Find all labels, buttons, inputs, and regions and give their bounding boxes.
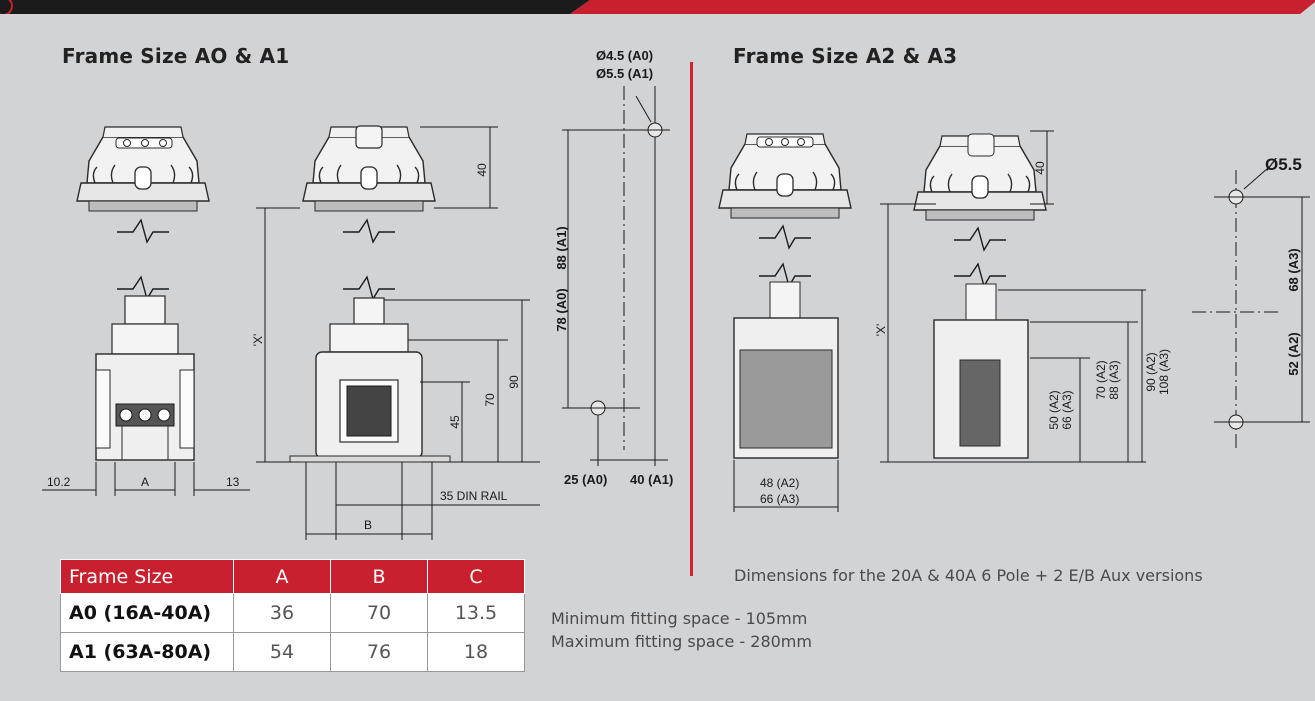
table-cell: A0 (16A-40A) [60, 593, 234, 633]
table-header: Frame Size [60, 559, 234, 594]
dim-x-a0a1: 'X' [251, 334, 265, 347]
vdim-68-a3: 68 (A3) [1286, 248, 1301, 291]
hdim-40-a1: 40 (A1) [630, 472, 673, 487]
dim-a: A [141, 475, 149, 489]
a0a1-bottom-dimensions [42, 462, 250, 496]
a0a1-side-view [289, 125, 451, 463]
dim-45: 45 [448, 415, 462, 429]
table-cell: 18 [427, 632, 525, 672]
table-cell: A1 (63A-80A) [60, 632, 234, 672]
dim-10-2: 10.2 [47, 475, 71, 489]
dim-88-a3: 88 (A3) [1107, 360, 1121, 399]
table-cell: 70 [330, 593, 428, 633]
title-frame-a2-a3: Frame Size A2 & A3 [733, 44, 958, 68]
a2a3-front-view [718, 133, 852, 459]
table-header-row: Frame Size A B C [60, 559, 525, 594]
note-min-fitting-space: Minimum fitting space - 105mm [551, 609, 808, 628]
a2a3-side-view [913, 133, 1047, 459]
dim-50-a2: 50 (A2) [1047, 390, 1061, 429]
a2a3-side-dimensions [880, 130, 1146, 463]
table-cell: 36 [233, 593, 331, 633]
table-cell: 76 [330, 632, 428, 672]
hdim-25-a0: 25 (A0) [564, 472, 607, 487]
vdim-52-a2: 52 (A2) [1286, 332, 1301, 375]
dim-13: 13 [226, 475, 240, 489]
a0a1-side-dimensions [256, 126, 540, 540]
table-row: A1 (63A-80A) 54 76 18 [60, 632, 525, 672]
table-row: A0 (16A-40A) 36 70 13.5 [60, 593, 525, 633]
width-48-a2: 48 (A2) [760, 476, 799, 490]
dim-108-a3: 108 (A3) [1157, 349, 1171, 395]
table-cell: 54 [233, 632, 331, 672]
hole-dia-a1: Ø5.5 (A1) [596, 66, 653, 81]
hole-dia-a0: Ø4.5 (A0) [596, 48, 653, 63]
vdim-78-a0: 78 (A0) [554, 288, 569, 331]
top-banner [0, 0, 1315, 14]
hole-dia-a2a3: Ø5.5 [1265, 155, 1302, 174]
dim-x-a2a3: 'X' [874, 324, 888, 337]
dim-66-a3: 66 (A3) [1060, 390, 1074, 429]
section-divider [690, 62, 693, 576]
dim-70: 70 [483, 393, 497, 407]
table-header: C [427, 559, 525, 594]
dim-40-a0a1: 40 [475, 163, 489, 177]
note-dimensions: Dimensions for the 20A & 40A 6 Pole + 2 … [734, 566, 1203, 585]
a0a1-mounting-diagram [562, 86, 670, 466]
dim-b: B [364, 518, 372, 532]
title-frame-a0-a1: Frame Size AO & A1 [62, 44, 290, 68]
frame-size-table: Frame Size A B C A0 (16A-40A) 36 70 13.5… [60, 559, 525, 672]
dim-70-a2: 70 (A2) [1094, 360, 1108, 399]
table-header: A [233, 559, 331, 594]
a0a1-front-view [76, 126, 210, 461]
vdim-88-a1: 88 (A1) [554, 226, 569, 269]
dim-90-a2: 90 (A2) [1144, 352, 1158, 391]
label-35-din-rail: 35 DIN RAIL [440, 489, 508, 503]
dim-90: 90 [507, 375, 521, 389]
table-header: B [330, 559, 428, 594]
dim-40-a2a3: 40 [1033, 161, 1047, 175]
width-66-a3: 66 (A3) [760, 492, 799, 506]
note-max-fitting-space: Maximum fitting space - 280mm [551, 632, 812, 651]
table-cell: 13.5 [427, 593, 525, 633]
a2a3-mounting-diagram [1192, 167, 1310, 450]
